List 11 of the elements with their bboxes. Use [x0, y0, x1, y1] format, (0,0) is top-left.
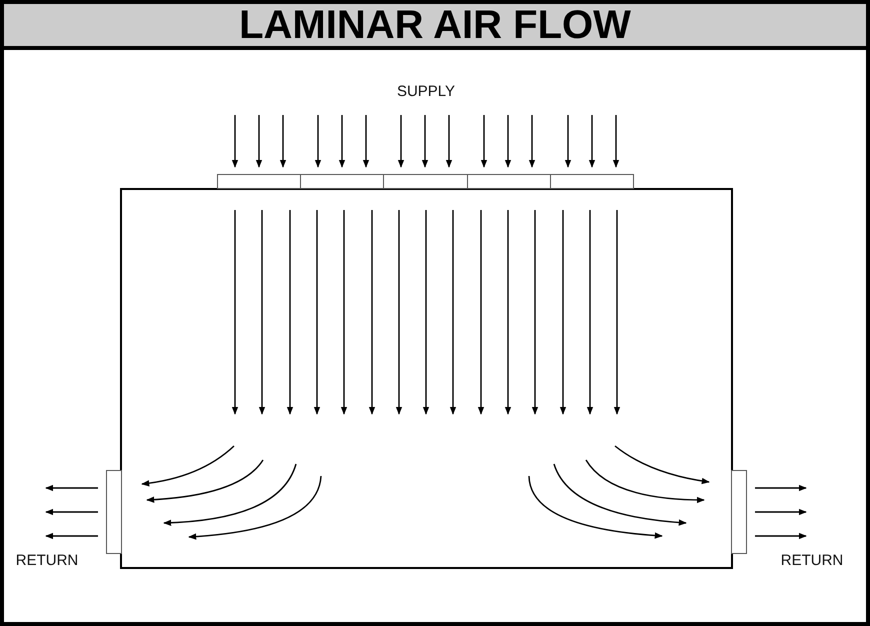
filter-panel [217, 174, 301, 189]
flow-label: RETURN [14, 551, 80, 571]
filter-panel [467, 174, 551, 189]
filter-panel [550, 174, 634, 189]
title: LAMINAR AIR FLOW [239, 5, 631, 45]
filter-panel [383, 174, 468, 189]
return-grille [731, 470, 747, 554]
flow-label: SUPPLY [396, 82, 456, 102]
return-grille [106, 470, 122, 554]
filter-panel [300, 174, 384, 189]
flow-label: RETURN [780, 551, 844, 571]
